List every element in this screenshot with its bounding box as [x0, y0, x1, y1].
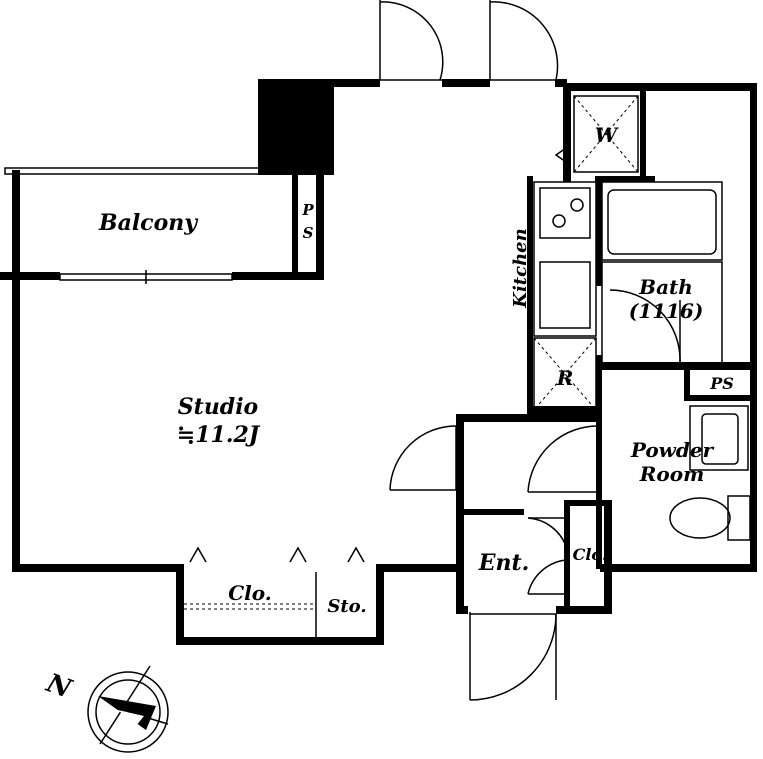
label-ps-top: P [301, 201, 314, 219]
label-ps-bottom: S [303, 224, 314, 242]
label-studio: Studio [178, 394, 258, 420]
label-storage: Sto. [327, 596, 366, 617]
label-washer: W [595, 123, 620, 147]
label-closet-studio: Clo. [228, 581, 271, 605]
exterior-walls [0, 79, 757, 645]
label-studio-area: ≒11.2J [177, 422, 261, 448]
label-bath-size: (1116) [629, 299, 704, 323]
compass-north-label: N [41, 668, 76, 705]
fixtures [184, 95, 751, 637]
label-kitchen: Kitchen [510, 228, 531, 308]
label-refrigerator: R [556, 366, 574, 390]
compass-icon: N [41, 665, 169, 753]
room-labels: Balcony P S Studio ≒11.2J Kitchen W R Ba… [98, 123, 734, 617]
label-balcony: Balcony [98, 210, 199, 236]
label-ps-right: PS [709, 374, 734, 393]
label-closet-entrance: Clo. [573, 545, 608, 564]
structural-column [258, 79, 334, 175]
label-powder-room-1: Powder [630, 438, 715, 462]
label-entrance: Ent. [478, 550, 530, 576]
doors [59, 0, 681, 701]
label-bath: Bath [638, 275, 693, 299]
label-powder-room-2: Room [639, 462, 704, 486]
